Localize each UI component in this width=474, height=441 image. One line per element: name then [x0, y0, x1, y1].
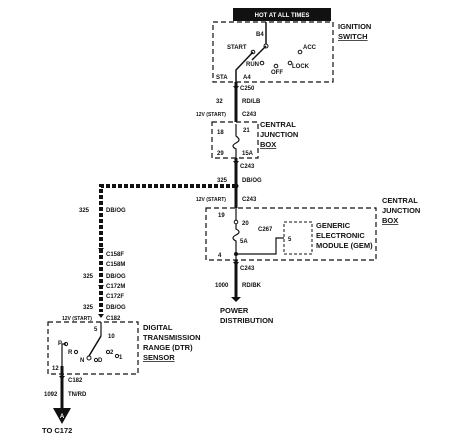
cjb-main-pin4: 4 — [218, 253, 222, 259]
cjb-main-fuse: 5A — [240, 239, 248, 245]
cjb-top-fuse: 15A — [242, 151, 254, 157]
left-note: 12V (START) — [62, 316, 92, 322]
offpage-ref: A — [60, 414, 65, 420]
wire-325-left — [99, 184, 236, 312]
ignition-b4: B4 — [256, 32, 264, 38]
ignition-title-2: SWITCH — [338, 32, 368, 41]
mid-color: DB/OG — [242, 178, 262, 184]
wire-32-color: RD/LB — [242, 99, 261, 105]
gem-title-3: MODULE (GEM) — [316, 241, 373, 250]
dtr-pin5: 5 — [94, 327, 98, 333]
c182-top-label: C182 — [106, 316, 121, 322]
cjb-main-title-1: CENTRAL — [382, 196, 418, 205]
dtr-n: N — [80, 358, 84, 364]
mid-gauge: 325 — [217, 178, 228, 184]
left-gauge-3: 325 — [83, 305, 94, 311]
bottom-gauge: 1092 — [44, 392, 58, 398]
c158m-label: C158M — [106, 262, 125, 268]
dtr-title-1: DIGITAL — [143, 323, 173, 332]
dtr-pin12: 12 — [52, 366, 59, 372]
dtr-p: P — [58, 341, 62, 347]
power-color: RD/BK — [242, 283, 262, 289]
c250-label: C250 — [240, 86, 255, 92]
cjb-top-title-3: BOX — [260, 140, 276, 149]
ignition-run: RUN — [246, 62, 259, 68]
ignition-off: OFF — [271, 70, 283, 76]
cjb-main-pin19: 19 — [218, 213, 225, 219]
c243-top-label: C243 — [242, 112, 257, 118]
left-color-2: DB/OG — [106, 274, 126, 280]
c172f-label: C172F — [106, 294, 124, 300]
left-gauge-2: 325 — [83, 274, 94, 280]
offpage-to: TO C172 — [42, 426, 72, 435]
dtr-sensor-box — [47, 321, 139, 375]
hot-label-box — [233, 8, 331, 21]
cjb-top-pin18: 18 — [217, 130, 224, 136]
ignition-sta: STA — [216, 75, 228, 81]
mid-note: 12V (START) — [196, 197, 226, 203]
c158f-label: C158F — [106, 252, 124, 258]
offpage-connector — [53, 408, 71, 424]
cjb-main-title-3: BOX — [382, 216, 398, 225]
fuse-5a-symbol — [232, 224, 240, 243]
power-gauge: 1000 — [215, 283, 229, 289]
c243-mid-label-a: C243 — [240, 164, 255, 170]
dtr-title-4: SENSOR — [143, 353, 175, 362]
fuse-15a-symbol — [232, 124, 240, 158]
cjb-top-title-2: JUNCTION — [260, 130, 298, 139]
cjb-main-box — [205, 207, 377, 261]
power-label-1: POWER — [220, 306, 249, 315]
wire-32-gauge: 32 — [216, 99, 223, 105]
dtr-title-2: TRANSMISSION — [143, 333, 201, 342]
c243-mid-label-b: C243 — [242, 197, 257, 203]
ignition-start: START — [227, 45, 247, 51]
gem-title-1: GENERIC — [316, 221, 351, 230]
cjb-top-pin21: 21 — [243, 128, 250, 134]
ignition-lock: LOCK — [292, 64, 310, 70]
ignition-a4: A4 — [243, 75, 251, 81]
c172m-label: C172M — [106, 284, 125, 290]
left-gauge-1: 325 — [79, 208, 90, 214]
power-label-2: DISTRIBUTION — [220, 316, 273, 325]
left-color-1: DB/OG — [106, 208, 126, 214]
dtr-d: D — [98, 358, 103, 364]
cjb-main-title-2: JUNCTION — [382, 206, 420, 215]
dtr-1: 1 — [119, 355, 123, 361]
ignition-switch-box — [212, 21, 334, 83]
dtr-title-3: RANGE (DTR) — [143, 343, 193, 352]
ignition-acc: ACC — [303, 45, 317, 51]
bottom-color: TN/RD — [68, 392, 87, 398]
cjb-top-pin29: 29 — [217, 151, 224, 157]
dtr-pin10: 10 — [108, 334, 115, 340]
wire-top-note: 12V (START) — [196, 112, 226, 118]
dtr-r: R — [68, 350, 73, 356]
left-color-3: DB/OG — [106, 305, 126, 311]
c267-label: C267 — [258, 227, 273, 233]
c182-bottom-label: C182 — [68, 378, 83, 384]
dtr-2: 2 — [110, 350, 114, 356]
cjb-main-pin20: 20 — [242, 221, 249, 227]
cjb-top-title-1: CENTRAL — [260, 120, 296, 129]
ignition-title-1: IGNITION — [338, 22, 371, 31]
c243-bottom-label: C243 — [240, 266, 255, 272]
gem-pin5: 5 — [288, 237, 292, 243]
hot-label: HOT AT ALL TIMES — [255, 13, 310, 19]
gem-title-2: ELECTRONIC — [316, 231, 365, 240]
